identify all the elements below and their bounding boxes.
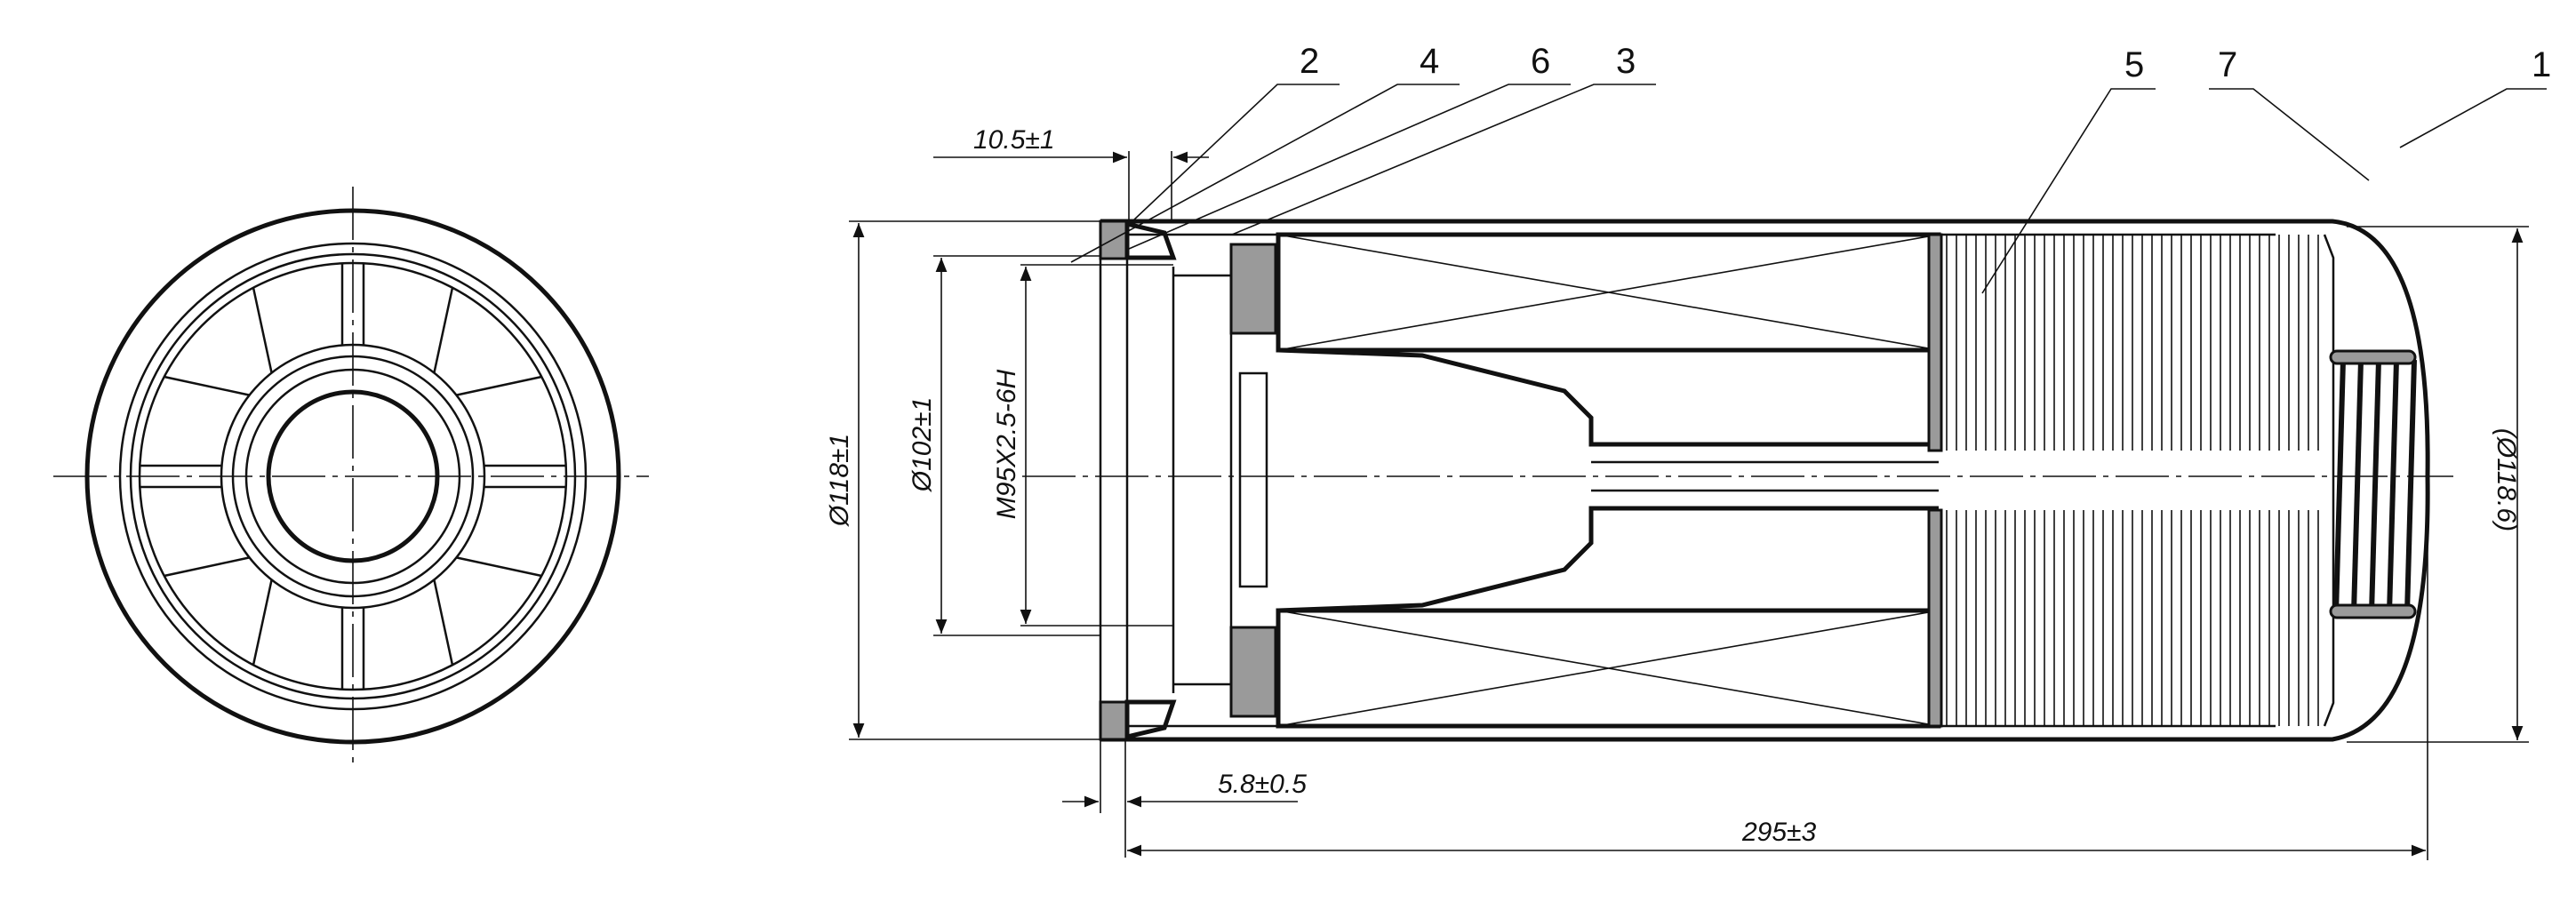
seal-lip-top xyxy=(1124,220,1177,260)
spring-coil xyxy=(2387,359,2399,614)
svg-text:5: 5 xyxy=(2124,45,2144,84)
gasket-inner-circle xyxy=(129,252,577,700)
spring-end-coil xyxy=(2329,603,2417,619)
hub-inner-circle xyxy=(244,368,461,585)
callout-1: 1 xyxy=(2399,45,2551,148)
leader-line xyxy=(1231,84,1656,235)
callout-6: 6 xyxy=(1128,42,1571,250)
spokes xyxy=(140,263,566,690)
callout-2: 2 xyxy=(1132,42,1340,221)
callouts: 2 4 6 3 5 7 1 xyxy=(1070,42,2551,294)
gasket-outer-circle xyxy=(118,242,588,711)
window-edge xyxy=(164,287,273,396)
window-edge xyxy=(164,556,273,666)
leader-line xyxy=(2399,88,2547,148)
dim-housing-diameter: (Ø118.6) xyxy=(2492,428,2521,531)
baseplate-circle xyxy=(138,261,568,691)
svg-text:1: 1 xyxy=(2532,45,2551,84)
center-bore-circle xyxy=(266,389,440,563)
leader-line xyxy=(2209,88,2370,181)
pleat-end-top xyxy=(1927,233,1943,452)
dimensions: 10.5±1 Ø118±1 Ø102±1 M95X2.5-6H 5.8±0.5 … xyxy=(825,125,2529,860)
callout-7: 7 xyxy=(2209,45,2370,181)
end-cap-seal-bottom xyxy=(1229,626,1277,718)
spring-end-coil xyxy=(2329,349,2417,365)
outer-housing-circle xyxy=(84,208,621,745)
section-view xyxy=(1022,219,2453,742)
spring-coil xyxy=(2369,359,2381,614)
leader-line xyxy=(1070,84,1460,263)
anti-drain-valve xyxy=(1238,371,1268,588)
dim-overall-length: 295±3 xyxy=(1741,818,1817,847)
pleat-end-bottom xyxy=(1927,508,1943,728)
leader-line xyxy=(1132,84,1340,221)
media-cross xyxy=(1277,234,1940,727)
end-view xyxy=(53,187,649,766)
leader-line xyxy=(1128,84,1571,250)
svg-text:2: 2 xyxy=(1300,42,1319,81)
pleated-media xyxy=(1946,235,2319,726)
window-edge xyxy=(433,287,542,396)
spring-coil xyxy=(2351,359,2364,614)
center-cone xyxy=(1277,347,1939,613)
svg-text:3: 3 xyxy=(1616,42,1636,81)
leader-line xyxy=(1981,88,2156,294)
dim-flange-offset: 10.5±1 xyxy=(973,125,1055,155)
window-edge xyxy=(433,556,542,666)
thread-circle xyxy=(220,343,486,610)
hub-circle xyxy=(231,355,475,598)
spring-coil xyxy=(2333,359,2346,614)
spring-coil xyxy=(2404,359,2417,614)
housing-shell xyxy=(1100,219,2430,742)
spring xyxy=(2329,349,2417,619)
callout-4: 4 xyxy=(1070,42,1460,263)
svg-text:7: 7 xyxy=(2218,45,2237,84)
gasket-bottom xyxy=(1099,700,1129,741)
dim-gasket-offset: 5.8±0.5 xyxy=(1218,770,1307,799)
callout-5: 5 xyxy=(1981,45,2156,294)
seal-lip-bottom xyxy=(1124,699,1177,740)
end-plate xyxy=(2323,234,2335,727)
dim-outer-diameter: Ø118±1 xyxy=(825,434,854,527)
dim-seal-diameter: Ø102±1 xyxy=(908,397,937,493)
end-cap-seal-top xyxy=(1229,243,1277,335)
dim-thread: M95X2.5-6H xyxy=(992,369,1021,519)
callout-3: 3 xyxy=(1231,42,1656,235)
gasket-top xyxy=(1099,220,1129,260)
svg-text:6: 6 xyxy=(1531,42,1550,81)
svg-text:4: 4 xyxy=(1420,42,1439,81)
